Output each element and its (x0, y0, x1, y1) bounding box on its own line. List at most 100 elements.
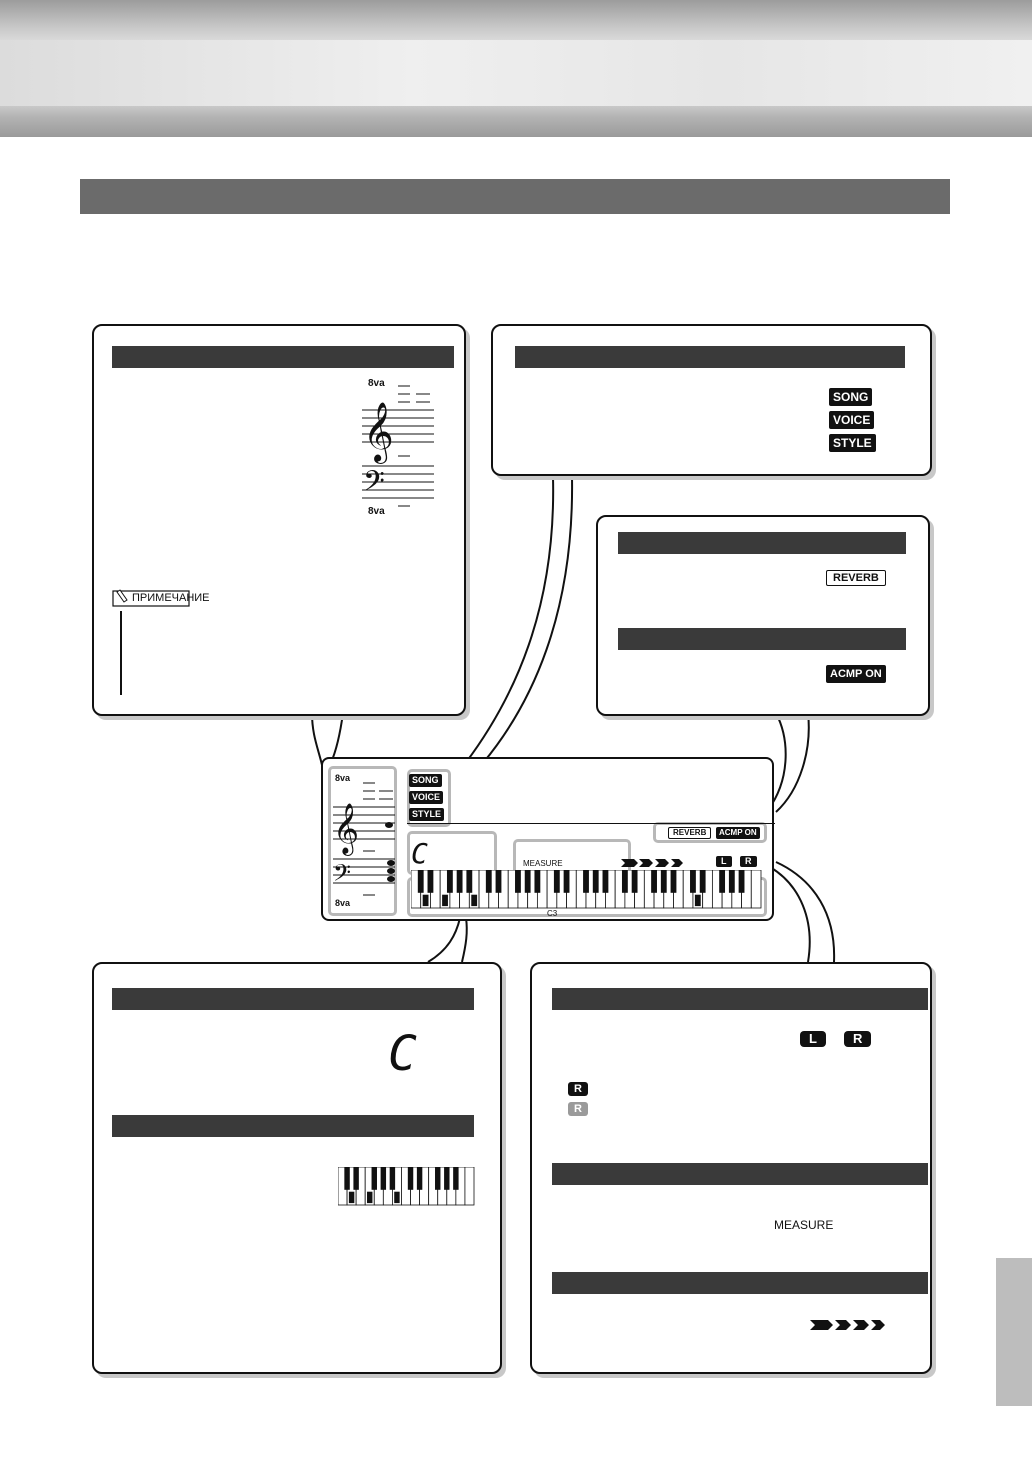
beat-indicator-icon (810, 1320, 885, 1330)
black-key (602, 870, 609, 893)
panel-part-title-bar (552, 988, 928, 1010)
panel-notation-title-bar (112, 346, 454, 368)
lcd-style: STYLE (409, 808, 445, 821)
panel-notation: 8va 8va 𝄞 𝄢 ПРИМЕЧА (92, 324, 466, 716)
lcd-chord: C (411, 837, 428, 870)
black-key (389, 1167, 396, 1190)
panel-keyboard-title-bar (112, 1115, 474, 1137)
white-key (750, 870, 762, 909)
black-key (728, 870, 735, 893)
black-key (446, 870, 453, 893)
lcd-measure: MEASURE (523, 859, 563, 868)
note-rule (120, 611, 122, 695)
black-key (553, 870, 560, 893)
black-key (353, 1167, 359, 1190)
svg-text:𝄞: 𝄞 (363, 402, 394, 464)
header-highlight (0, 40, 1032, 106)
lcd-reverb: REVERB (668, 827, 712, 839)
note-label: ПРИМЕЧАНИЕ (132, 592, 210, 604)
black-key (427, 870, 434, 893)
panel-mode-title-bar (515, 346, 905, 368)
black-key (435, 1167, 441, 1190)
black-key (670, 870, 677, 893)
panel-chord-keyboard: C (92, 962, 502, 1374)
right-part-off-indicator: R (568, 1102, 588, 1116)
pressed-key-marker (422, 894, 429, 907)
side-tab (996, 1258, 1032, 1406)
white-key (464, 1167, 475, 1206)
black-key (651, 870, 657, 893)
voice-indicator: VOICE (829, 411, 875, 429)
panel-beat-title-bar (552, 1272, 928, 1294)
black-key (660, 870, 667, 893)
measure-label: MEASURE (774, 1218, 834, 1232)
black-key (534, 870, 541, 893)
song-indicator: SONG (829, 388, 873, 406)
svg-text:𝄢: 𝄢 (363, 465, 385, 505)
pencil-icon (112, 589, 190, 607)
black-key (380, 1167, 387, 1190)
lcd-keyboard (411, 870, 762, 909)
octave-high-label: 8va (368, 378, 385, 389)
right-part-indicator: R (844, 1031, 872, 1047)
pressed-key-marker (471, 894, 478, 907)
black-key (563, 870, 570, 893)
lcd-song: SONG (409, 774, 442, 787)
highlight-mode (407, 769, 451, 827)
lcd-octave-high: 8va (335, 773, 351, 783)
black-key (495, 870, 502, 893)
black-key (524, 870, 531, 893)
pressed-key-marker (348, 1191, 355, 1204)
lcd-right-part: R (740, 856, 757, 867)
beat-arrows-icon (621, 859, 683, 867)
keyboard-icon (338, 1167, 475, 1206)
chord-display: C (388, 1026, 417, 1082)
lcd-left-part: L (716, 856, 732, 867)
black-key (738, 870, 745, 893)
lcd-acmp: ACMP ON (716, 827, 760, 839)
black-key (621, 870, 628, 893)
lcd-staff-icon: 𝄞 𝄢 (333, 782, 395, 896)
pressed-key-marker (394, 1191, 400, 1204)
svg-text:𝄢: 𝄢 (333, 859, 351, 892)
black-key (631, 870, 638, 893)
black-key (416, 1167, 423, 1190)
black-key (583, 870, 589, 893)
panel-mode: SONG VOICE STYLE (491, 324, 932, 476)
grand-staff-icon: 𝄞 𝄢 (362, 385, 434, 507)
reverb-indicator: REVERB (826, 570, 886, 586)
black-key (453, 1167, 459, 1190)
panel-acmp-title-bar (618, 628, 906, 650)
lcd-voice: VOICE (409, 791, 444, 804)
black-key (456, 870, 463, 893)
black-key (485, 870, 492, 893)
panel-reverb-title-bar (618, 532, 906, 554)
lcd-key-label: C3 (547, 909, 558, 918)
acmp-indicator: ACMP ON (826, 665, 886, 683)
black-key (417, 870, 424, 893)
pressed-key-marker (367, 1191, 373, 1204)
lcd-display: 8va 8va 𝄞 𝄢 SONG VOICE STYLE REVERB ACMP… (321, 757, 775, 921)
black-key (690, 870, 696, 893)
black-key (515, 870, 521, 893)
black-key (444, 1167, 450, 1190)
right-part-on-indicator: R (568, 1082, 588, 1096)
black-key (719, 870, 726, 893)
note-badge: ПРИМЕЧАНИЕ (112, 588, 210, 608)
panel-reverb-acmp: REVERB ACMP ON (596, 515, 930, 716)
svg-text:𝄞: 𝄞 (333, 803, 359, 856)
black-key (592, 870, 599, 893)
black-key (407, 1167, 414, 1190)
panel-chord-title-bar (112, 988, 474, 1010)
black-key (466, 870, 473, 893)
panel-part-measure-beat: L R R R MEASURE (530, 962, 932, 1374)
black-key (344, 1167, 350, 1190)
highlight-notation (328, 766, 397, 916)
lcd-divider (407, 823, 775, 824)
octave-low-label: 8va (368, 506, 385, 517)
section-title-bar (80, 179, 950, 214)
style-indicator: STYLE (829, 434, 876, 452)
lcd-octave-low: 8va (335, 898, 351, 908)
pressed-key-marker (442, 894, 448, 907)
left-part-indicator: L (800, 1031, 826, 1047)
